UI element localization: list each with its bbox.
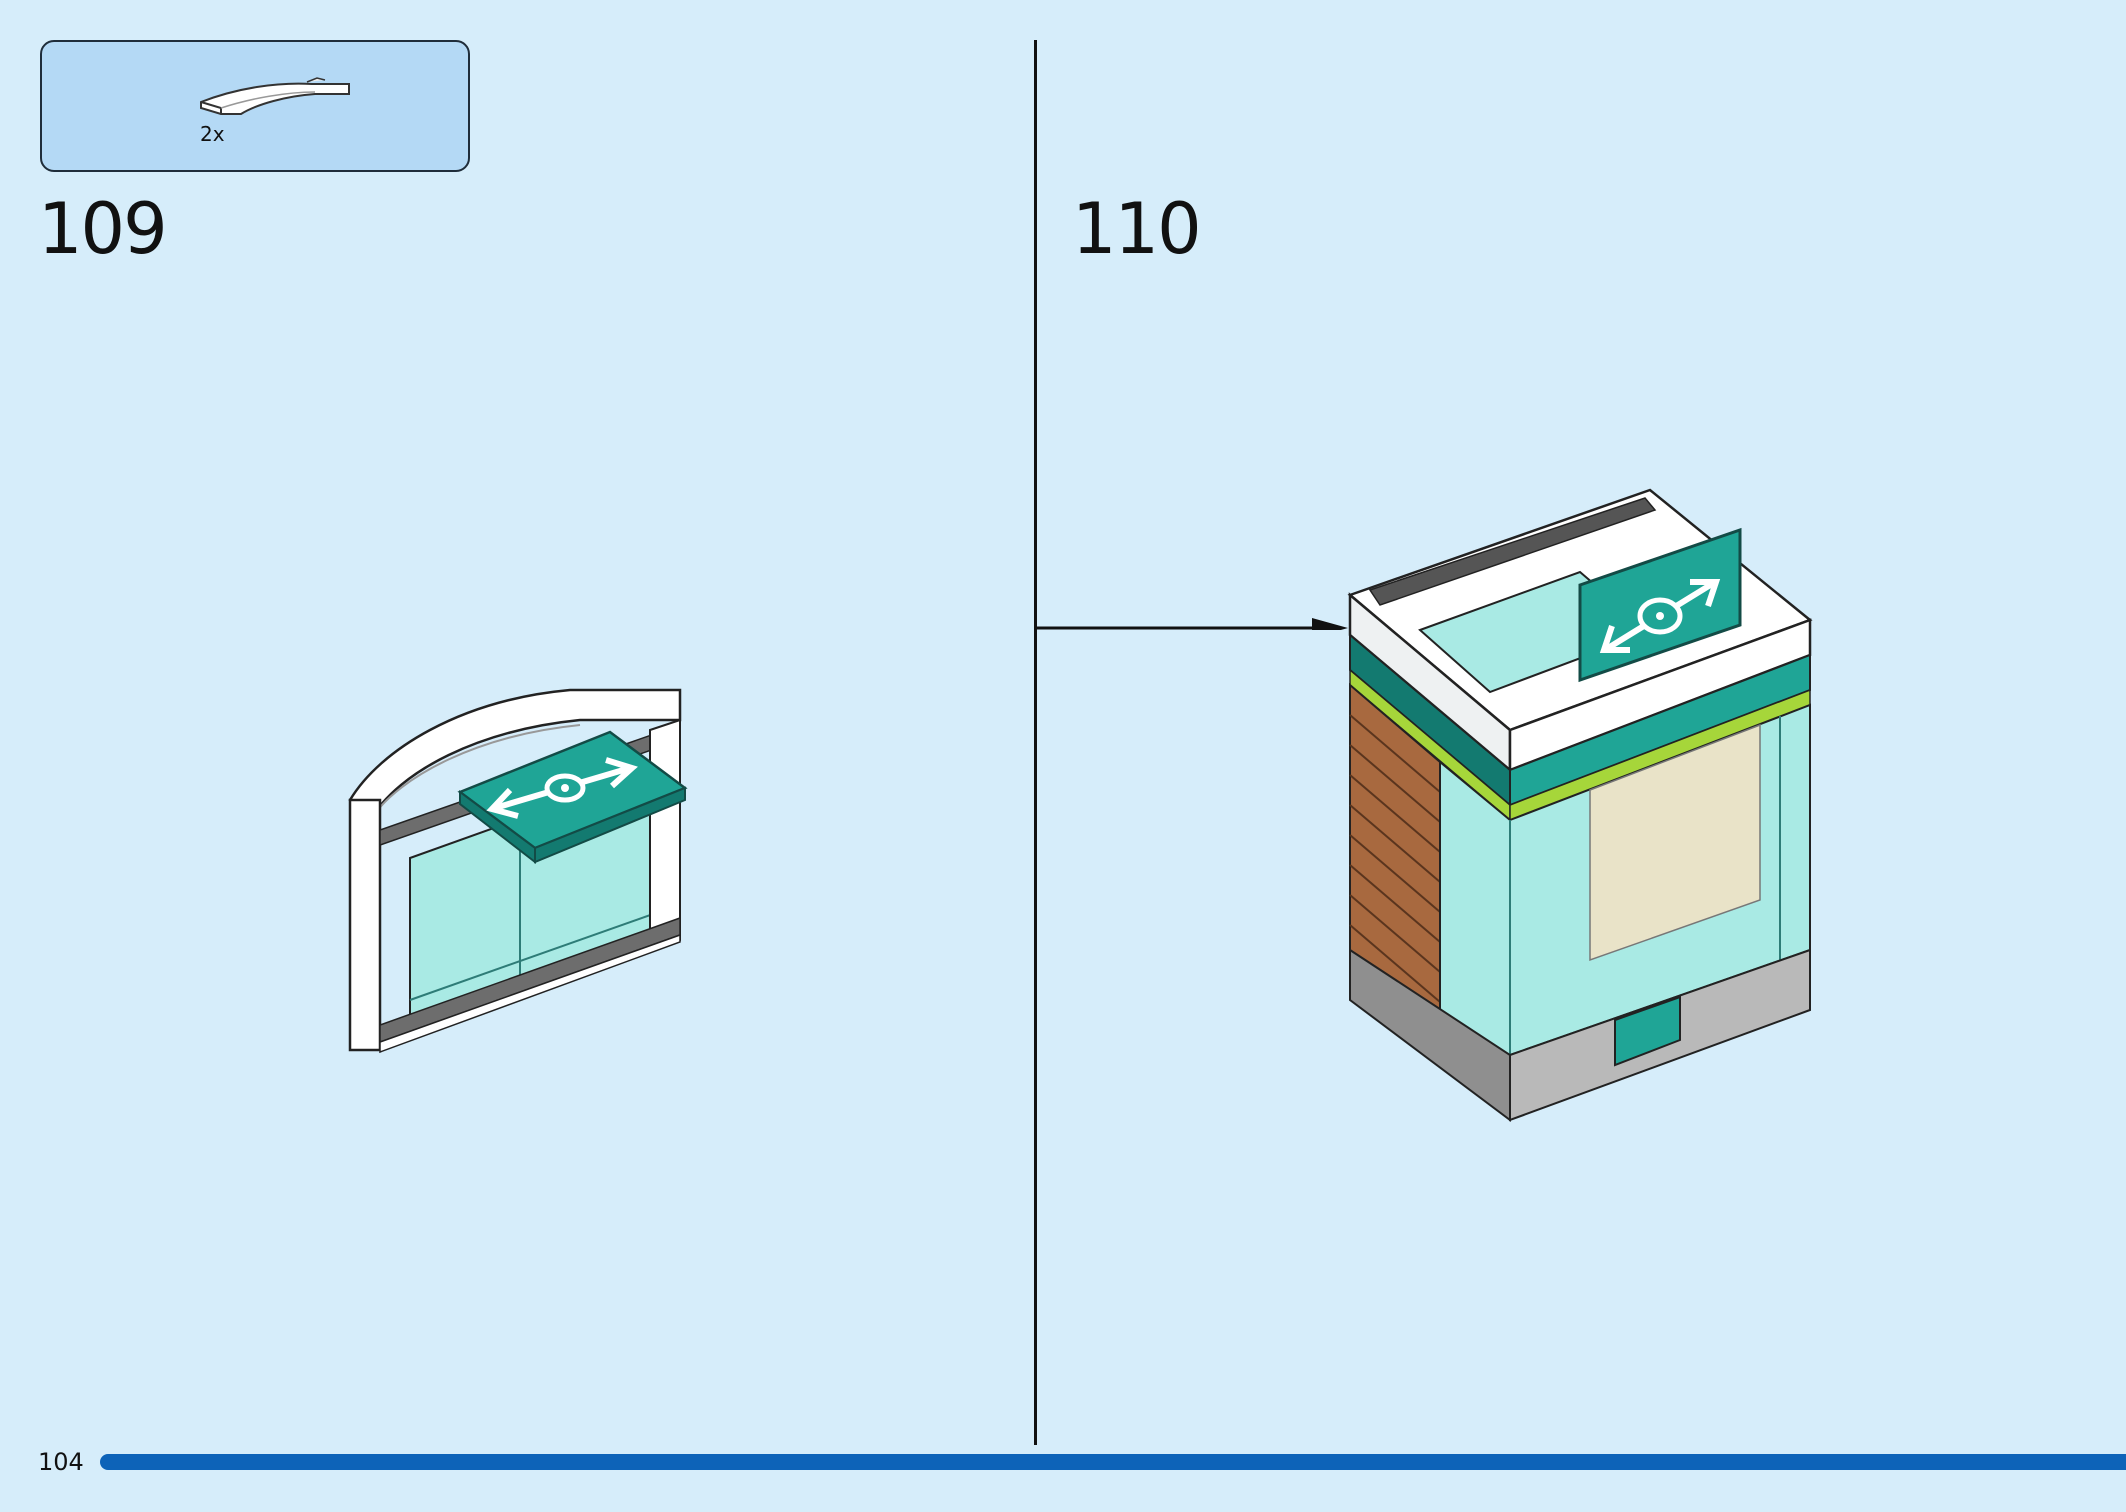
step-110-station-building-illustration bbox=[1347, 488, 1813, 1122]
step-divider bbox=[1034, 40, 1037, 1445]
parts-callout: 2x bbox=[40, 40, 470, 172]
double-arrow-sign-icon bbox=[457, 730, 688, 865]
white-curved-slope-brick-icon bbox=[200, 77, 350, 115]
progress-bar bbox=[100, 1454, 2126, 1470]
step-number-109: 109 bbox=[38, 188, 168, 270]
double-arrow-sign-icon bbox=[1578, 527, 1742, 683]
step-number-110: 110 bbox=[1072, 188, 1202, 270]
page-number: 104 bbox=[38, 1448, 84, 1476]
part-quantity: 2x bbox=[200, 122, 225, 146]
step-109-subassembly-illustration bbox=[348, 688, 688, 1054]
pointer-arrow-icon bbox=[1036, 618, 1348, 630]
